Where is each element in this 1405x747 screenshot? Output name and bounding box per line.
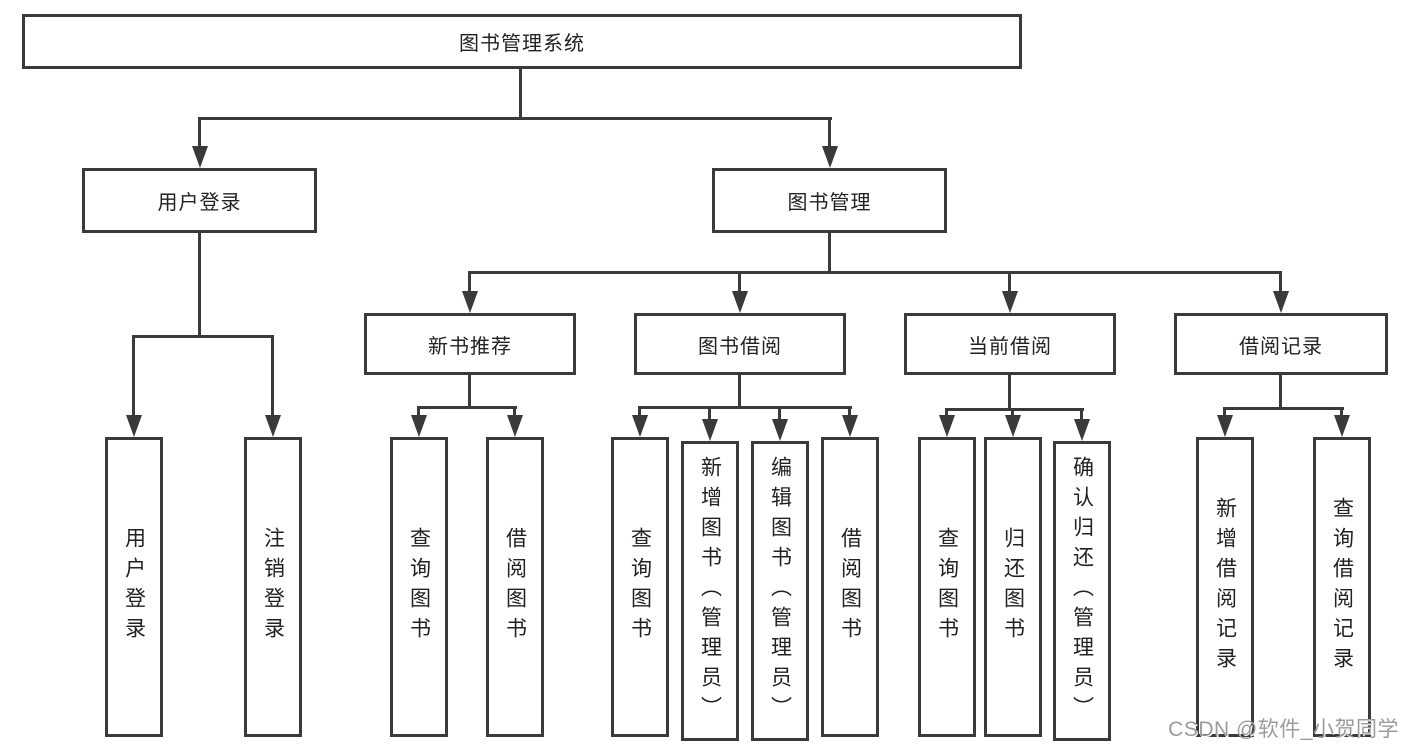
arrowhead-book-mgmt-icon bbox=[822, 146, 838, 168]
node-new-book-recommend: 新书推荐 bbox=[364, 313, 576, 375]
arrowhead-bb-query-icon bbox=[632, 415, 648, 437]
leaf-recommend-query-books: 查询图书 bbox=[390, 437, 448, 737]
leaf-confirm-return-admin: 确认归还（管理员） bbox=[1053, 441, 1111, 741]
leaf-recommend-borrow-books: 借阅图书 bbox=[486, 437, 544, 737]
arrowhead-br-query-icon bbox=[1334, 415, 1350, 437]
connector-drop-leaf-logout bbox=[271, 336, 274, 417]
arrowhead-records-icon bbox=[1273, 291, 1289, 313]
connector-drop-borrow bbox=[738, 272, 741, 293]
arrowhead-user-login-icon bbox=[192, 146, 208, 168]
arrowhead-cb-confirm-icon bbox=[1074, 419, 1090, 441]
node-book-borrow: 图书借阅 bbox=[634, 313, 846, 375]
connector-drop-rec-borrow bbox=[513, 407, 516, 417]
connector-drop-rec-query bbox=[417, 407, 420, 417]
connector-borrow-hbar bbox=[638, 406, 852, 409]
arrowhead-leaf-logout-icon bbox=[265, 415, 281, 437]
connector-drop-leaf-login bbox=[132, 336, 135, 417]
connector-book-mgmt-hbar bbox=[468, 271, 1282, 274]
connector-borrow-stem bbox=[738, 375, 741, 407]
leaf-add-borrow-record: 新增借阅记录 bbox=[1196, 437, 1254, 737]
leaf-add-books-admin: 新增图书（管理员） bbox=[681, 441, 739, 741]
node-user-login: 用户登录 bbox=[82, 168, 317, 233]
connector-drop-br-query bbox=[1340, 408, 1343, 417]
connector-drop-bb-query bbox=[638, 407, 641, 417]
connector-drop-current bbox=[1008, 272, 1011, 293]
arrowhead-br-add-icon bbox=[1217, 415, 1233, 437]
connector-recommend-hbar bbox=[417, 406, 517, 409]
connector-book-mgmt-stem bbox=[828, 233, 831, 272]
arrowhead-recommend-icon bbox=[462, 291, 478, 313]
leaf-logout: 注销登录 bbox=[244, 437, 302, 737]
node-borrow-records: 借阅记录 bbox=[1174, 313, 1388, 375]
leaf-user-login: 用户登录 bbox=[105, 437, 163, 737]
connector-drop-bb-borrow bbox=[848, 407, 851, 417]
connector-drop-records bbox=[1279, 272, 1282, 293]
arrowhead-cb-query-icon bbox=[939, 415, 955, 437]
leaf-current-query-books: 查询图书 bbox=[918, 437, 976, 737]
connector-drop-cb-query bbox=[945, 409, 948, 417]
arrowhead-bb-borrow-icon bbox=[842, 415, 858, 437]
node-root-library-system: 图书管理系统 bbox=[22, 14, 1022, 69]
connector-drop-bb-add bbox=[708, 407, 711, 421]
arrowhead-current-icon bbox=[1002, 291, 1018, 313]
arrowhead-bb-edit-icon bbox=[772, 419, 788, 441]
leaf-borrow-query-books: 查询图书 bbox=[611, 437, 669, 737]
arrowhead-cb-return-icon bbox=[1005, 415, 1021, 437]
arrowhead-borrow-icon bbox=[732, 291, 748, 313]
leaf-borrow-books: 借阅图书 bbox=[821, 437, 879, 737]
arrowhead-rec-query-icon bbox=[411, 415, 427, 437]
arrowhead-bb-add-icon bbox=[702, 419, 718, 441]
connector-records-stem bbox=[1279, 375, 1282, 408]
connector-root-stem bbox=[519, 69, 522, 118]
connector-user-login-hbar bbox=[132, 335, 274, 338]
connector-root-hbar bbox=[198, 117, 832, 120]
connector-records-hbar bbox=[1223, 407, 1344, 410]
leaf-query-borrow-record: 查询借阅记录 bbox=[1313, 437, 1371, 737]
node-book-management: 图书管理 bbox=[712, 168, 947, 233]
connector-drop-user-login bbox=[198, 118, 201, 148]
connector-current-hbar bbox=[945, 408, 1084, 411]
leaf-edit-books-admin: 编辑图书（管理员） bbox=[751, 441, 809, 741]
connector-drop-recommend bbox=[468, 272, 471, 293]
connector-recommend-stem bbox=[468, 375, 471, 407]
connector-drop-book-mgmt bbox=[828, 118, 831, 148]
node-current-borrow: 当前借阅 bbox=[904, 313, 1116, 375]
connector-user-login-stem bbox=[198, 233, 201, 336]
connector-current-stem bbox=[1008, 375, 1011, 409]
csdn-watermark: CSDN @软件_小贺同学 bbox=[1168, 718, 1399, 741]
connector-drop-br-add bbox=[1223, 408, 1226, 417]
leaf-return-books: 归还图书 bbox=[984, 437, 1042, 737]
connector-drop-cb-return bbox=[1011, 409, 1014, 417]
connector-drop-cb-confirm bbox=[1080, 409, 1083, 421]
arrowhead-rec-borrow-icon bbox=[507, 415, 523, 437]
arrowhead-leaf-login-icon bbox=[126, 415, 142, 437]
connector-drop-bb-edit bbox=[778, 407, 781, 421]
